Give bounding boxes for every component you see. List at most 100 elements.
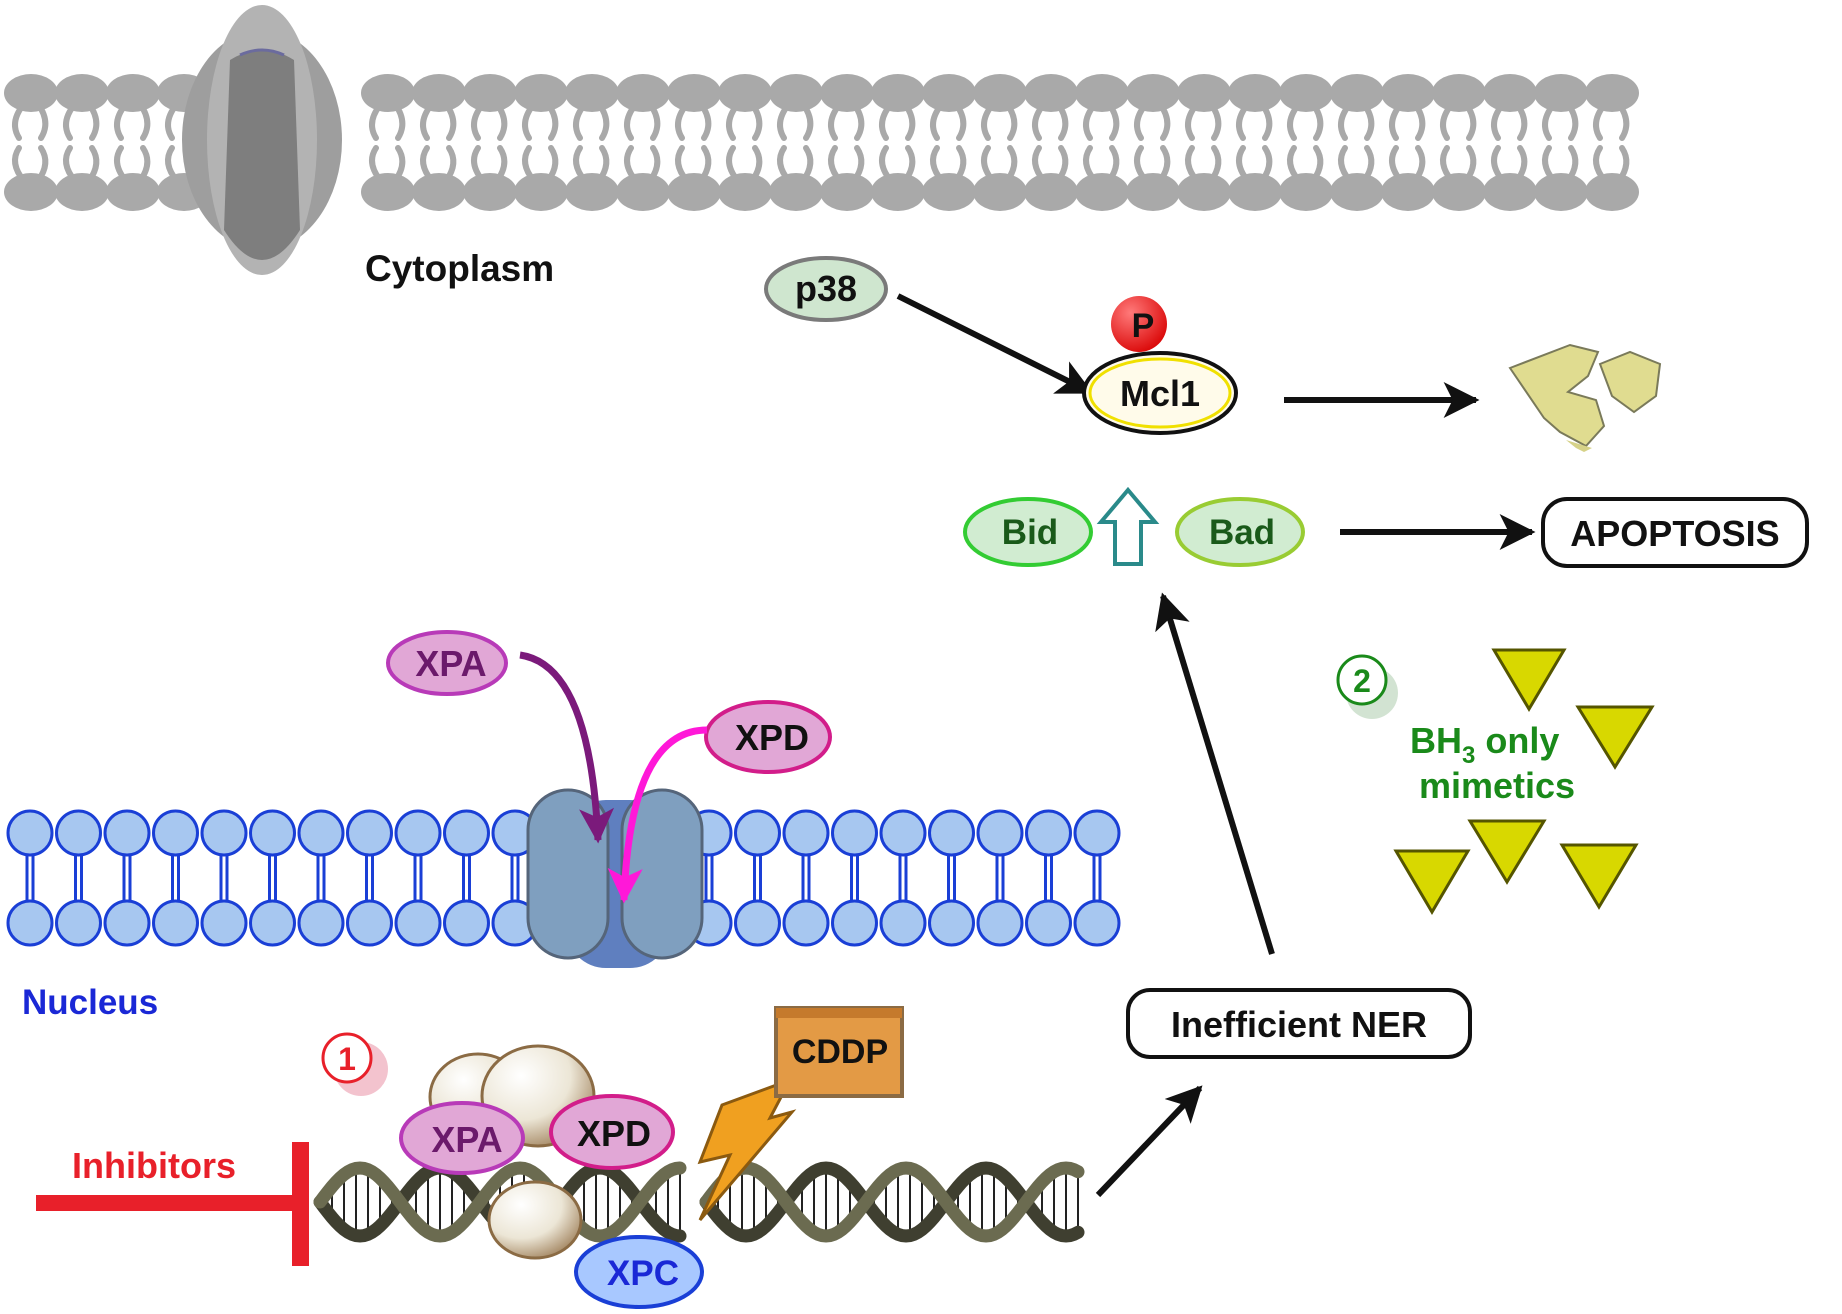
nucleus-label: Nucleus <box>22 983 158 1022</box>
degraded-protein-icon <box>1508 343 1662 452</box>
lipid-head <box>871 74 925 112</box>
lipid-head <box>1126 173 1180 211</box>
lipid-head <box>200 809 248 857</box>
lipid-head <box>463 173 517 211</box>
lipid-head <box>443 899 490 947</box>
xpd-top-label: XPD <box>735 717 809 758</box>
hollow-up-arrow-icon <box>1096 486 1160 566</box>
lipid-head <box>394 809 442 857</box>
xpd-top-node: XPD <box>704 700 832 774</box>
phospho-label: P <box>1132 307 1155 345</box>
lipid-head <box>976 809 1024 857</box>
lipid-head <box>922 74 976 112</box>
lipid-head <box>973 74 1027 112</box>
lipid-head <box>6 809 54 857</box>
lipid-head <box>152 809 199 857</box>
inhibitor-bar <box>36 1142 309 1266</box>
lipid-head <box>1330 74 1384 112</box>
apoptosis-label: APOPTOSIS <box>1570 513 1779 554</box>
lipid-head <box>928 809 975 857</box>
lipid-head <box>718 173 772 211</box>
lipid-head <box>831 809 878 857</box>
lipid-head <box>1483 74 1537 112</box>
dna-helix-icon <box>313 1161 1085 1243</box>
lipid-head <box>1177 74 1231 112</box>
lipid-head <box>1228 173 1282 211</box>
lipid-head <box>1177 173 1231 211</box>
marker-1-label: 1 <box>338 1041 356 1077</box>
lipid-head <box>1585 173 1639 211</box>
lipid-head <box>1075 173 1129 211</box>
bh3-label: BH3 only <box>1410 720 1559 769</box>
triangle-icon <box>1559 843 1639 910</box>
bid-label: Bid <box>1002 513 1058 552</box>
nuclear-lipid-links <box>25 850 1102 900</box>
lipid-head <box>667 74 721 112</box>
apoptosis-box: APOPTOSIS <box>1541 497 1809 568</box>
xpa-top-node: XPA <box>386 630 508 696</box>
plasma-membrane <box>4 74 1639 211</box>
xpa-bottom-node: XPA <box>399 1101 525 1175</box>
cddp-label: CDDP <box>792 1033 888 1071</box>
lipid-head <box>103 809 151 857</box>
lipid-head <box>769 74 823 112</box>
xpd-bottom-node: XPD <box>549 1094 675 1170</box>
xpa-import-arrow <box>519 651 615 844</box>
lipid-head <box>1432 74 1486 112</box>
lipid-head <box>1432 173 1486 211</box>
lipid-head <box>1025 809 1072 857</box>
xpa-top-label: XPA <box>415 643 486 684</box>
lipid-head <box>1483 173 1537 211</box>
lipid-head <box>412 173 466 211</box>
lipid-head <box>1279 74 1333 112</box>
lipid-head <box>616 74 670 112</box>
mcl1-node: Mcl1 <box>1082 351 1238 435</box>
lipid-head <box>879 809 927 857</box>
lipid-head <box>361 173 415 211</box>
lipid-head <box>463 74 517 112</box>
cytoplasm-label: Cytoplasm <box>365 248 554 289</box>
p38-label: p38 <box>795 268 857 309</box>
phospho-group: P <box>1111 296 1167 352</box>
lipid-head <box>718 74 772 112</box>
xpd-import-arrow <box>607 726 708 904</box>
cddp-box: CDDP <box>774 1006 904 1098</box>
lipid-head <box>514 74 568 112</box>
lipid-head <box>106 74 160 112</box>
lipid-head <box>297 899 345 947</box>
lipid-head <box>249 809 296 857</box>
lipid-head <box>734 899 781 947</box>
lipid-head <box>820 74 874 112</box>
lipid-head <box>1073 899 1121 947</box>
mcl1-label: Mcl1 <box>1120 373 1200 414</box>
lipid-head <box>879 899 927 947</box>
xpc-node: XPC <box>574 1235 704 1309</box>
lipid-head <box>1024 74 1078 112</box>
lipid-head <box>1075 74 1129 112</box>
nuclear-pore-icon <box>526 788 704 968</box>
bid-node: Bid <box>963 497 1093 567</box>
lipid-head <box>565 74 619 112</box>
lipid-head <box>1534 173 1588 211</box>
lipid-head <box>6 899 54 947</box>
lipid-head <box>1534 74 1588 112</box>
p38-to-mcl1-arrow <box>896 293 1094 395</box>
triangle-icon <box>1575 705 1655 770</box>
nuclear-envelope <box>6 809 1121 947</box>
lipid-head <box>667 173 721 211</box>
lipid-head <box>4 173 58 211</box>
lipid-head <box>152 899 199 947</box>
lipid-head <box>922 173 976 211</box>
lipid-head <box>782 809 830 857</box>
lipid-head <box>1073 809 1121 857</box>
triangle-icon <box>1491 648 1567 712</box>
lipid-head <box>394 899 442 947</box>
lipid-head <box>1025 899 1072 947</box>
nuclear-lipid-heads-bottom <box>6 899 1121 947</box>
lipid-head <box>871 173 925 211</box>
inefficient-ner-box: Inefficient NER <box>1126 988 1472 1059</box>
lipid-head <box>346 809 393 857</box>
xpa-bottom-label: XPA <box>431 1119 502 1160</box>
lipid-head <box>55 809 102 857</box>
